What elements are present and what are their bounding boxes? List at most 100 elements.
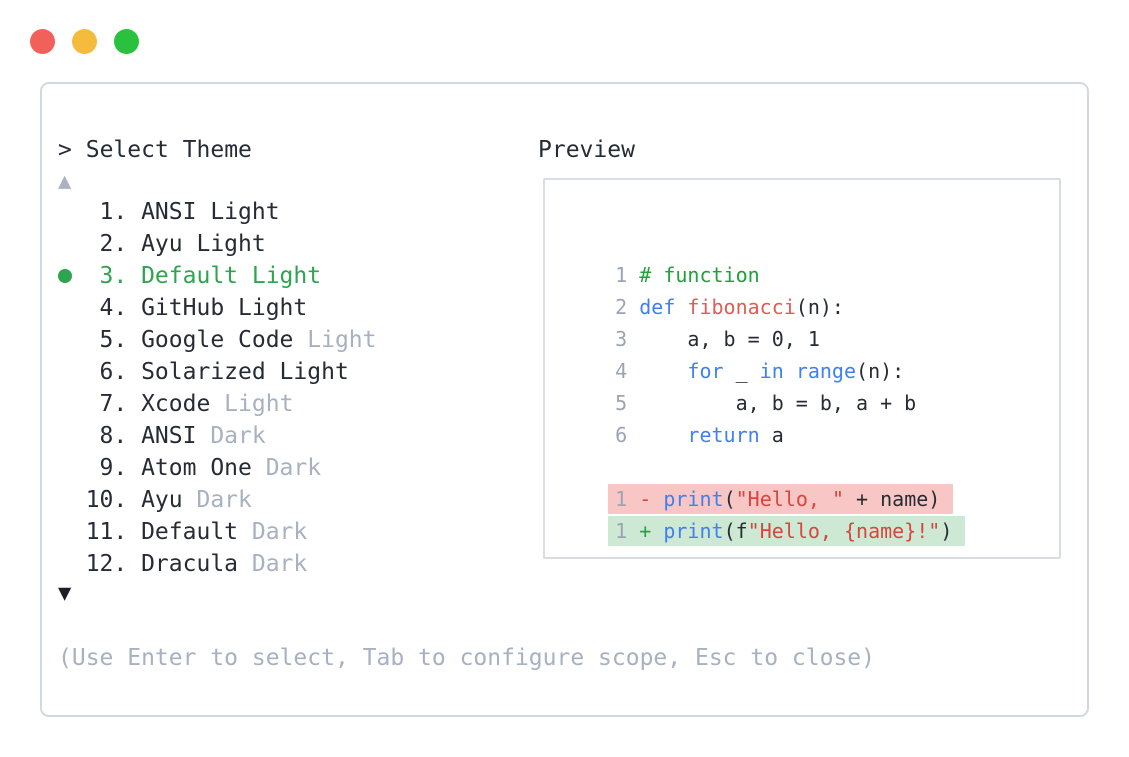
window-controls [30, 29, 139, 54]
code-token: a, b = 0, 1 [639, 327, 820, 351]
theme-item-variant: Light [238, 263, 322, 289]
theme-item[interactable]: 9. Atom One Dark [58, 452, 377, 484]
code-line-content: 1 # function [615, 259, 760, 291]
line-number: 2 [615, 295, 628, 319]
code-token: for [687, 359, 724, 383]
scroll-up-indicator[interactable]: ▲ [58, 169, 72, 194]
theme-item-number: 10. [85, 487, 128, 513]
theme-item[interactable]: 7. Xcode Light [58, 388, 377, 420]
code-token: ) [940, 519, 953, 543]
code-line: 4 for _ in range(n): [567, 323, 965, 383]
code-tokens: # function [639, 263, 759, 287]
theme-picker-panel: > Select Theme ▲ 1. ANSI Light 2. Ayu Li… [40, 82, 1089, 717]
minimize-button[interactable] [72, 29, 97, 54]
picker-title: Select Theme [85, 137, 252, 163]
code-line-content: 3 a, b = 0, 1 [615, 323, 820, 355]
theme-item-name: GitHub [141, 295, 225, 321]
theme-item-variant: Dark [238, 519, 308, 545]
preview-title: Preview [538, 137, 635, 163]
theme-item-name: Xcode [141, 391, 211, 417]
theme-item-number: 4. [99, 295, 128, 321]
theme-item-number: 6. [99, 359, 128, 385]
code-token: range [795, 359, 857, 383]
theme-item-variant: Dark [251, 455, 322, 481]
code-tokens: return a [639, 423, 783, 447]
theme-item-name: Ayu [141, 231, 183, 257]
code-line-content: 1+ print(f"Hello, {name}!") [608, 516, 966, 546]
code-line: 1 # function [567, 227, 965, 287]
code-token [651, 487, 663, 511]
theme-item-variant: Light [293, 327, 377, 353]
line-number: 1 [615, 487, 628, 511]
theme-item[interactable]: 3. Default Light [58, 260, 377, 292]
theme-item-variant: Light [182, 231, 266, 257]
prompt-marker: > [58, 137, 72, 163]
code-token [639, 423, 687, 447]
code-tokens: + print(f"Hello, {name}!") [639, 519, 952, 543]
theme-item[interactable]: 2. Ayu Light [58, 228, 377, 260]
theme-item-number: 2. [99, 231, 128, 257]
code-token: - [639, 487, 652, 511]
code-token [651, 519, 663, 543]
code-token: return [687, 423, 760, 447]
code-tokens: a, b = b, a + b [639, 391, 917, 415]
theme-item[interactable]: 12. Dracula Dark [58, 548, 377, 580]
zoom-button[interactable] [114, 29, 139, 54]
theme-item-number: 11. [85, 519, 128, 545]
theme-item-variant: Dark [182, 487, 252, 513]
theme-item[interactable]: 10. Ayu Dark [58, 484, 377, 516]
prompt-line: > Select Theme [58, 134, 252, 166]
code-tokens: - print("Hello, " + name) [639, 487, 940, 511]
theme-item-number: 12. [85, 551, 128, 577]
line-number: 4 [615, 359, 628, 383]
theme-item-number: 7. [99, 391, 128, 417]
code-token: print [663, 519, 724, 543]
theme-item[interactable]: 6. Solarized Light [58, 356, 377, 388]
theme-item[interactable]: 5. Google Code Light [58, 324, 377, 356]
line-number: 3 [615, 327, 628, 351]
code-token [784, 359, 796, 383]
code-line: 6 return a [567, 387, 965, 447]
code-token: (n): [795, 295, 844, 319]
theme-item-name: ANSI [141, 199, 197, 225]
theme-item-name: Dracula [141, 551, 239, 577]
theme-item-variant: Dark [196, 423, 266, 449]
code-line: 5 a, b = b, a + b [567, 355, 965, 415]
diff-added-line: 1 + print(f"Hello, {name}!") [567, 483, 966, 546]
theme-item-variant: Light [210, 391, 294, 417]
scroll-down-indicator[interactable]: ▼ [58, 581, 72, 606]
line-number: 1 [615, 263, 628, 287]
theme-item-number: 9. [99, 455, 128, 481]
theme-item-name: Default [141, 519, 239, 545]
code-line-content [615, 451, 639, 483]
theme-item-number: 3. [99, 263, 128, 289]
theme-item[interactable]: 11. Default Dark [58, 516, 377, 548]
code-token: def [639, 295, 676, 319]
code-line-content: 1 - print("Hello, " + name) [608, 484, 954, 514]
theme-item[interactable]: 4. GitHub Light [58, 292, 377, 324]
theme-item-name: Atom One [141, 455, 252, 481]
code-token: # function [639, 263, 760, 287]
theme-item-name: Ayu [141, 487, 183, 513]
theme-item-variant: Dark [238, 551, 308, 577]
code-line-content: 5 a, b = b, a + b [615, 387, 916, 419]
help-text: (Use Enter to select, Tab to configure s… [58, 645, 875, 671]
code-token: _ [723, 359, 760, 383]
theme-item-variant: Light [196, 199, 280, 225]
theme-item-variant: Light [265, 359, 349, 385]
line-number: 6 [615, 423, 628, 447]
code-token: "Hello, " [735, 487, 844, 511]
code-token [639, 359, 687, 383]
code-tokens: a, b = 0, 1 [639, 327, 820, 351]
code-token: "Hello, {name}!" [747, 519, 941, 543]
close-button[interactable] [30, 29, 55, 54]
code-token: + [639, 519, 652, 543]
theme-item-name: ANSI [141, 423, 197, 449]
theme-item[interactable]: 1. ANSI Light [58, 196, 377, 228]
theme-item[interactable]: 8. ANSI Dark [58, 420, 377, 452]
theme-item-name: Default [141, 263, 239, 289]
code-token: + name) [843, 487, 941, 511]
code-token: (f [723, 519, 748, 543]
